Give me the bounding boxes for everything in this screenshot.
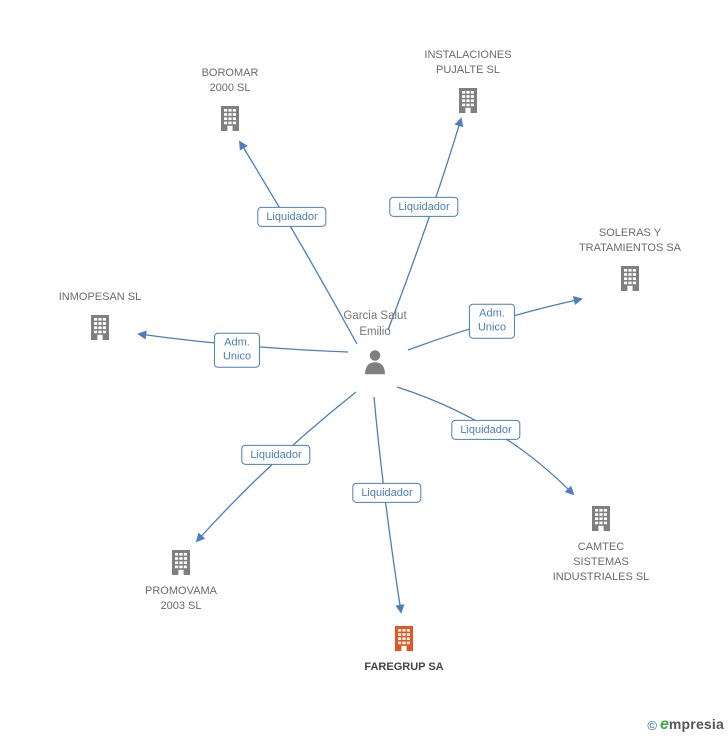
building-icon [614,262,646,294]
node-promovama[interactable]: PROMOVAMA 2003 SL [121,546,241,614]
edge-label-liquidador-promovama: Liquidador [241,444,311,466]
node-faregrup[interactable]: FAREGRUP SA [339,622,469,675]
edge-center-promovama [195,391,357,543]
node-label: SOLERAS Y TRATAMIENTOS SA [578,227,682,254]
brand-initial: e [659,716,669,733]
copyright-icon: © [647,717,657,733]
node-label: INMOPESAN SL [58,291,142,303]
node-label: BOROMAR 2000 SL [201,67,259,94]
edge-center-instalaciones [387,117,464,331]
person-name: Garcia Salut Emilio [343,310,407,338]
node-label: FAREGRUP SA [364,661,444,673]
node-label: PROMOVAMA 2003 SL [145,585,217,612]
node-boromar[interactable]: BOROMAR 2000 SL [175,66,285,134]
edge-center-camtec [396,386,575,496]
person-icon [360,346,390,380]
node-instalaciones-pujalte[interactable]: INSTALACIONES PUJALTE SL [403,48,533,116]
node-soleras-tratamientos[interactable]: SOLERAS Y TRATAMIENTOS SA [560,226,700,294]
building-icon [214,102,246,134]
node-garcia-salut-emilio[interactable]: Garcia Salut Emilio [315,309,435,380]
building-icon [585,502,617,534]
brand-rest: mpresia [668,716,724,732]
edge-label-adm-unico-soleras: Adm. Unico [468,303,516,339]
edge-label-liquidador-faregrup: Liquidador [352,482,422,504]
node-label: INSTALACIONES PUJALTE SL [424,49,512,76]
edge-label-liquidador-camtec: Liquidador [451,419,521,441]
building-icon [84,311,116,343]
watermark-logo: © empresia [647,716,724,734]
edge-label-liquidador-boromar: Liquidador [257,206,327,228]
edge-center-boromar [239,140,358,345]
edge-center-faregrup [373,396,405,614]
building-icon-highlighted [388,622,420,654]
brand-text: empresia [660,716,724,734]
edge-label-liquidador-instalaciones: Liquidador [389,196,459,218]
edge-label-adm-unico-inmopesan: Adm. Unico [213,332,261,368]
node-label: CAMTEC SISTEMAS INDUSTRIALES SL [552,541,650,583]
building-icon [452,84,484,116]
building-icon [165,546,197,578]
node-inmopesan[interactable]: INMOPESAN SL [35,290,165,343]
node-camtec[interactable]: CAMTEC SISTEMAS INDUSTRIALES SL [526,502,676,585]
